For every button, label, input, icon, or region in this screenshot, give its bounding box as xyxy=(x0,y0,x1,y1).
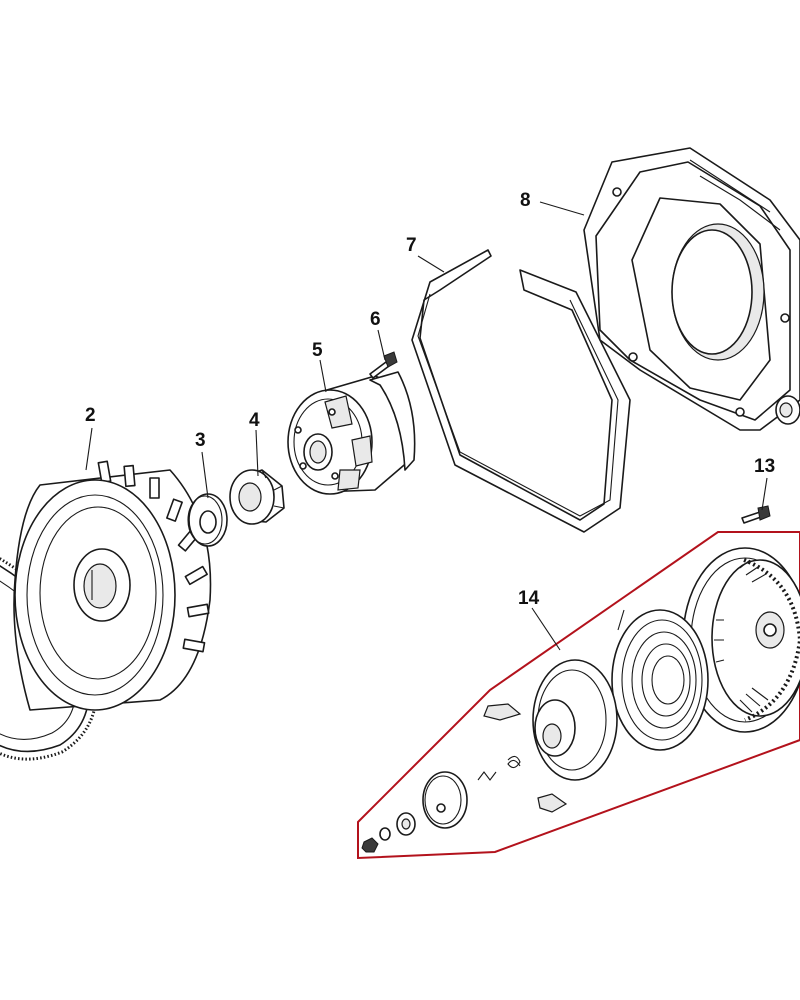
callout-6: 6 xyxy=(370,309,381,330)
gasket xyxy=(411,249,631,533)
callout-13: 13 xyxy=(754,456,775,477)
housing xyxy=(583,147,800,431)
washer-large xyxy=(396,812,416,836)
washer-small xyxy=(379,827,391,841)
housing-nut xyxy=(775,395,800,425)
housing-fins xyxy=(714,558,800,722)
friction-plate xyxy=(422,771,468,829)
callout-2: 2 xyxy=(85,405,96,426)
washer xyxy=(187,493,228,547)
callout-5: 5 xyxy=(312,340,323,361)
small-spring xyxy=(477,771,497,781)
pawl-top xyxy=(483,703,522,721)
flywheel-fins xyxy=(97,460,210,653)
callout-labels: 2 3 4 5 6 7 8 13 14 xyxy=(85,190,775,609)
leader-lines xyxy=(85,201,768,651)
callout-14: 14 xyxy=(518,588,540,609)
flywheel xyxy=(13,460,212,711)
center-nut xyxy=(361,837,379,853)
callout-3: 3 xyxy=(195,430,206,451)
bolt-6 xyxy=(369,351,398,379)
callout-8: 8 xyxy=(520,190,531,211)
callout-7: 7 xyxy=(406,235,417,256)
pawl-bottom xyxy=(537,793,568,813)
recoil-spring xyxy=(611,609,709,751)
starter-cup xyxy=(287,371,416,495)
starter-housing xyxy=(682,547,800,733)
flywheel-nut xyxy=(229,469,285,525)
assembly-group-outline xyxy=(357,531,800,860)
bolt-13 xyxy=(741,505,771,524)
starter-pulley xyxy=(532,659,618,781)
recoil-starter-assembly xyxy=(357,531,800,860)
callout-4: 4 xyxy=(249,410,260,431)
pawl-spring xyxy=(507,755,521,769)
